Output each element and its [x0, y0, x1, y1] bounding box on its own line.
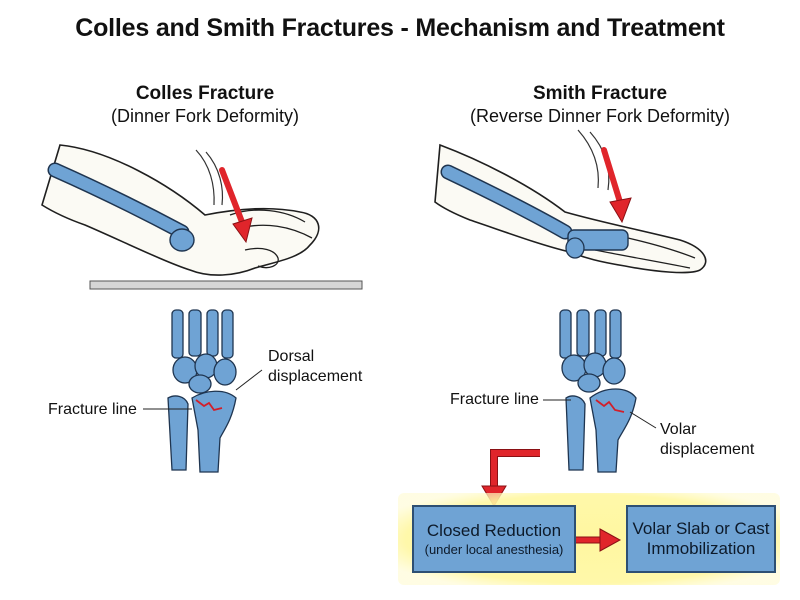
colles-wrist-bones	[143, 309, 263, 473]
smith-displacement-line2: displacement	[660, 441, 755, 458]
page-title: Colles and Smith Fractures - Mechanism a…	[75, 14, 725, 42]
immobilization-line2: Immobilization	[646, 539, 756, 558]
smith-wrist-bones	[543, 309, 657, 473]
colles-displacement-line1: Dorsal	[268, 348, 315, 365]
closed-reduction-box: Closed Reduction (under local anesthesia…	[412, 505, 576, 573]
smith-title: Smith Fracture	[532, 83, 668, 104]
colles-panel-title: Colles Fracture (Dinner Fork Deformity)	[60, 82, 350, 128]
smith-panel-title: Smith Fracture (Reverse Dinner Fork Defo…	[440, 82, 760, 128]
colles-displacement-line2: displacement	[268, 368, 363, 385]
immobilization-line1: Volar Slab or Cast	[632, 519, 770, 538]
smith-subtitle: (Reverse Dinner Fork Deformity)	[469, 106, 731, 126]
smith-fracture-label: Fracture line	[450, 391, 539, 408]
colles-fracture-label: Fracture line	[48, 401, 137, 418]
smith-displacement-label: Volar displacement	[660, 420, 754, 460]
treatment-arrow	[576, 528, 622, 552]
closed-reduction-title: Closed Reduction	[426, 520, 562, 540]
closed-reduction-detail: (under local anesthesia)	[424, 541, 564, 557]
colles-subtitle: (Dinner Fork Deformity)	[110, 106, 300, 126]
colles-hand-illustration	[41, 144, 363, 290]
immobilization-box: Volar Slab or Cast Immobilization	[626, 505, 776, 573]
colles-displacement-label: Dorsal displacement	[268, 347, 362, 387]
smith-displacement-line1: Volar	[660, 421, 697, 438]
smith-hand-illustration	[434, 129, 707, 274]
colles-title: Colles Fracture	[135, 83, 275, 104]
